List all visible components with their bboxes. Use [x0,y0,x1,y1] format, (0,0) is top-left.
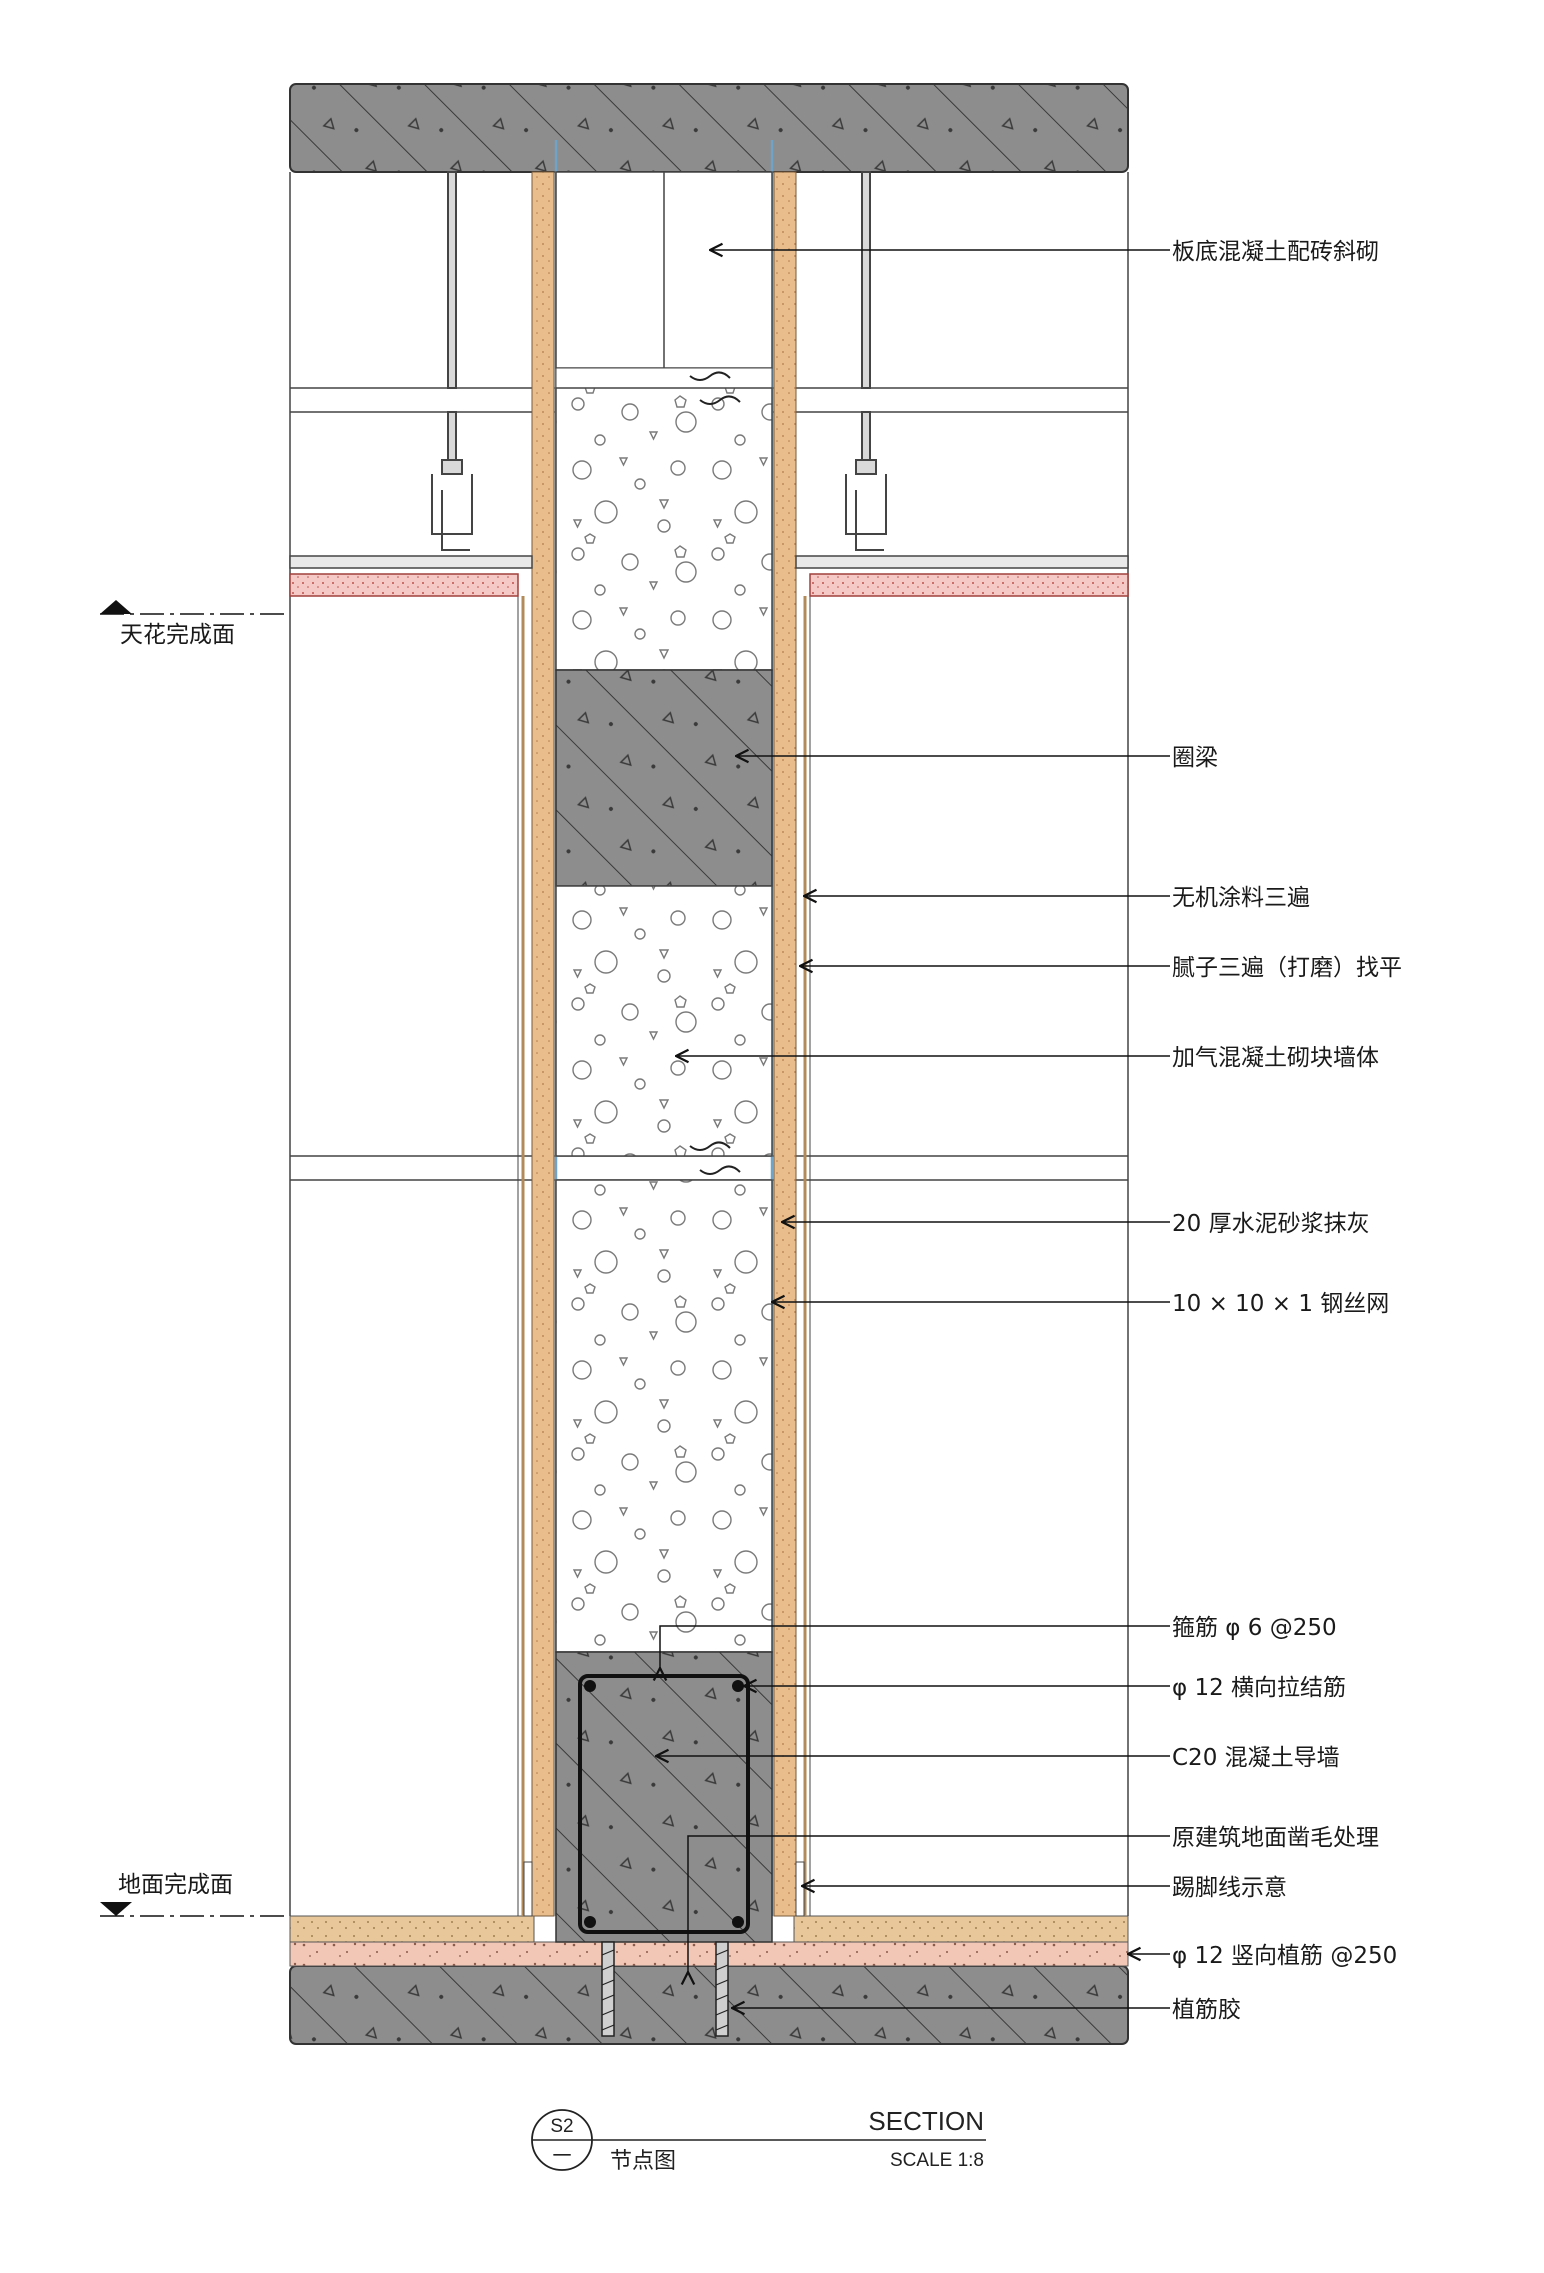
label-plaster: 20 厚水泥砂浆抹灰 [1172,1211,1370,1237]
vertical-rebars [601,1941,729,2037]
label-tie-bar: φ 12 横向拉结筋 [1172,1675,1346,1701]
plaster-right [773,171,797,1917]
title-name: 节点图 [610,2149,676,2174]
ring-beam [555,669,773,887]
top-slab [289,83,1129,173]
label-guide-wall: C20 混凝土导墙 [1172,1745,1340,1771]
label-stirrup: 箍筋 φ 6 @250 [1172,1615,1337,1641]
label-roughening: 原建筑地面凿毛处理 [1172,1825,1379,1851]
label-vertical-rebar: φ 12 竖向植筋 @250 [1172,1943,1397,1969]
ceiling-channel-left [289,555,533,569]
aac-block-2 [555,885,773,1157]
label-ring-beam: 圈梁 [1172,745,1218,771]
label-putty: 腻子三遍（打磨）找平 [1172,955,1402,981]
floor-finish-left [289,1915,535,1943]
ceiling-channel-right [795,555,1129,569]
label-mesh: 10 × 10 × 1 钢丝网 [1172,1291,1389,1317]
break-symbol [689,371,741,1175]
leader-lines [656,250,1170,2008]
title-code: S2 [550,2116,573,2137]
title-scale: SCALE 1:8 [890,2150,984,2171]
label-skirting: 踢脚线示意 [1172,1875,1287,1901]
label-coating: 无机涂料三遍 [1172,885,1310,911]
aac-block-1 [555,387,773,671]
floor-level-label: 地面完成面 [118,1872,233,1898]
skirting-right [795,1861,805,1917]
ceiling-level-marker [100,600,290,615]
title-section: SECTION [868,2106,984,2136]
floor-level-marker [100,1902,290,1917]
ceiling-board-right [809,573,1129,597]
bottom-slab [289,1965,1129,2045]
guide-wall [555,1651,773,1943]
label-anchor-glue: 植筋胶 [1172,1997,1241,2023]
title-block [531,2109,986,2171]
aac-block-3 [555,1179,773,1653]
title-sub: 一 [552,2146,571,2167]
label-brick-infill: 板底混凝土配砖斜砌 [1172,239,1379,265]
label-aac-wall: 加气混凝土砌块墙体 [1172,1045,1379,1071]
ceiling-hangers [431,171,887,551]
floor-screed [289,1941,1129,1967]
ceiling-level-label: 天花完成面 [120,622,235,648]
skirting-left [523,1861,533,1917]
ceiling-board-left [289,573,519,597]
plaster-left [531,171,555,1917]
floor-finish-right [793,1915,1129,1943]
